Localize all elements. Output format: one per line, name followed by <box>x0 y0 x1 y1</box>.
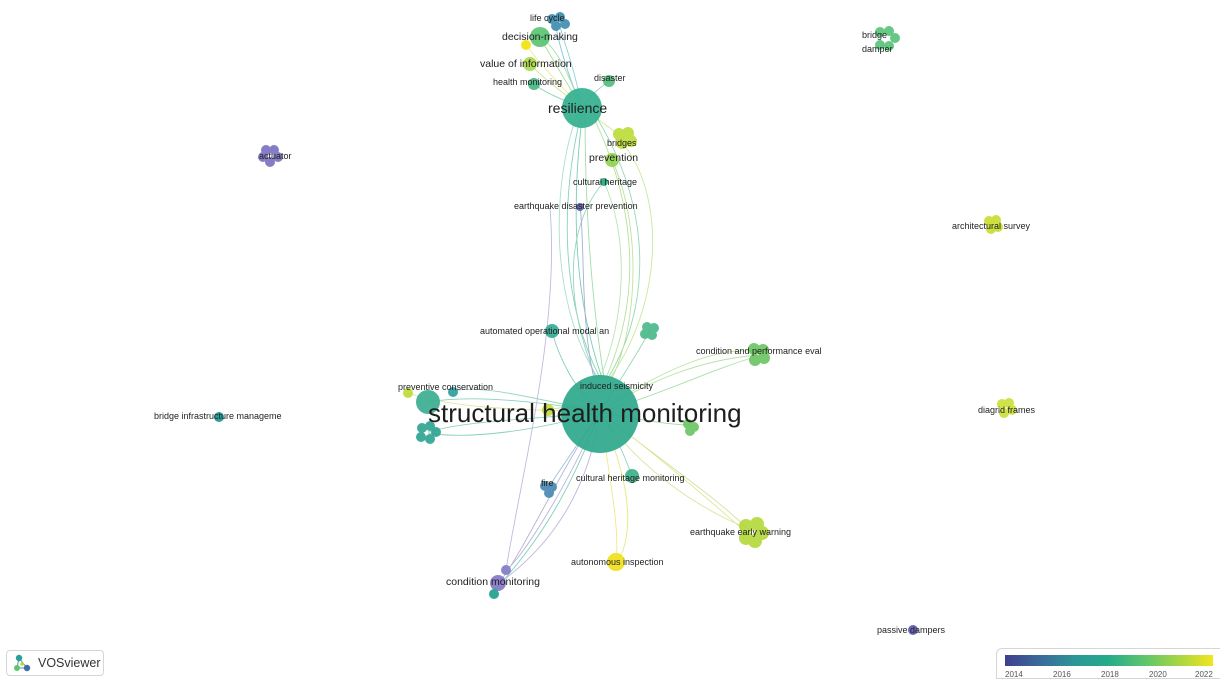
node-condition-monitoring-c[interactable] <box>489 589 499 599</box>
node-prevention[interactable] <box>605 153 619 167</box>
link <box>505 207 553 571</box>
link <box>579 206 595 379</box>
label-life-cycle: life cycle <box>530 13 565 23</box>
node-diagrid-frames[interactable] <box>997 398 1017 418</box>
node-life-cycle[interactable] <box>547 12 570 31</box>
label-bridge-infrastructure-management: bridge infrastructure manageme <box>154 411 282 421</box>
node-preventive-conservation-c[interactable] <box>403 388 413 398</box>
label-bridges: bridges <box>607 138 637 148</box>
label-decision-making: decision-making <box>502 31 578 43</box>
label-value-of-information: value of information <box>480 58 572 70</box>
label-preventive-conservation: preventive conservation <box>398 382 494 392</box>
vosviewer-logo-icon <box>14 654 31 672</box>
node-decision-making[interactable] <box>530 27 550 47</box>
node-preventive-conservation-b[interactable] <box>448 387 458 397</box>
link <box>609 139 654 379</box>
label-prevention: prevention <box>589 152 639 164</box>
legend-tick: 2016 <box>1053 670 1071 679</box>
node-condition-monitoring-b[interactable] <box>501 565 511 575</box>
label-bridge-damper: bridge damper <box>862 30 893 54</box>
node-cluster-right[interactable] <box>683 419 699 436</box>
label-automated-operational-modal: automated operational modal an <box>480 326 610 336</box>
link <box>584 109 605 379</box>
node-preventive-conservation-d[interactable] <box>416 421 441 444</box>
label-passive-dampers: passive dampers <box>877 625 946 635</box>
label-condition-and-performance-eval: condition and performance eval <box>696 346 822 356</box>
node-autonomous-inspection[interactable] <box>607 553 625 571</box>
label-condition-monitoring: condition monitoring <box>446 576 540 588</box>
link <box>611 159 634 379</box>
network-nodes <box>214 12 1017 635</box>
label-resilience: resilience <box>548 100 608 116</box>
link <box>566 109 601 379</box>
label-diagrid-frames: diagrid frames <box>978 405 1036 415</box>
label-cultural-heritage-monitoring: cultural heritage monitoring <box>576 473 685 483</box>
year-color-legend: 2014 2016 2018 2020 2022 <box>996 648 1220 679</box>
node-bridges[interactable] <box>613 127 637 149</box>
node-cultural-heritage[interactable] <box>600 178 608 186</box>
link <box>558 111 599 379</box>
link <box>599 181 622 379</box>
node-value-of-information[interactable] <box>523 57 537 71</box>
label-autonomous-inspection: autonomous inspection <box>571 557 664 567</box>
link <box>572 181 605 379</box>
node-condition-monitoring[interactable] <box>490 575 506 591</box>
node-resilience[interactable] <box>562 88 602 128</box>
link <box>589 109 631 379</box>
node-health-monitoring[interactable] <box>528 78 540 90</box>
label-actuator: actuator <box>259 151 292 161</box>
label-earthquake-disaster-prevention: earthquake disaster prevention <box>514 201 638 211</box>
label-earthquake-early-warning: earthquake early warning <box>690 527 792 537</box>
node-cultural-heritage-monitoring[interactable] <box>625 469 639 483</box>
node-induced-seismicity[interactable] <box>542 404 554 416</box>
label-disaster: disaster <box>594 73 626 83</box>
label-fire: fire <box>541 478 554 488</box>
node-actuator[interactable] <box>258 145 283 167</box>
vosviewer-logo-text: VOSviewer <box>38 656 101 670</box>
node-automated-operational-modal[interactable] <box>545 324 559 338</box>
legend-tick: 2018 <box>1101 670 1119 679</box>
legend-tick: 2020 <box>1149 670 1167 679</box>
node-unlabeled-cluster[interactable] <box>640 322 659 340</box>
node-passive-dampers[interactable] <box>908 625 918 635</box>
node-earthquake-disaster-prevention[interactable] <box>576 203 584 211</box>
node-earthquake-early-warning[interactable] <box>739 517 769 548</box>
node-small[interactable] <box>521 40 531 50</box>
legend-tick: 2014 <box>1005 670 1023 679</box>
node-condition-and-performance-eval[interactable] <box>748 343 770 366</box>
node-disaster[interactable] <box>603 75 615 87</box>
label-health-monitoring: health monitoring <box>493 77 563 87</box>
node-architectural-survey[interactable] <box>984 215 1003 234</box>
link <box>575 109 603 379</box>
label-induced-seismicity: induced seismicity <box>580 381 654 391</box>
label-cultural-heritage: cultural heritage <box>573 177 638 187</box>
vosviewer-logo-badge[interactable]: VOSviewer <box>6 650 104 676</box>
node-structural-health-monitoring[interactable] <box>561 375 639 453</box>
legend-tick: 2022 <box>1195 670 1213 679</box>
label-architectural-survey: architectural survey <box>952 221 1031 231</box>
node-preventive-conservation-a[interactable] <box>416 390 440 414</box>
label-structural-health-monitoring: structural health monitoring <box>428 398 742 428</box>
legend-color-bar <box>1005 655 1213 666</box>
node-bridge-damper[interactable] <box>875 26 900 51</box>
node-bridge-infrastructure-management[interactable] <box>214 412 224 422</box>
node-fire[interactable] <box>540 481 557 498</box>
